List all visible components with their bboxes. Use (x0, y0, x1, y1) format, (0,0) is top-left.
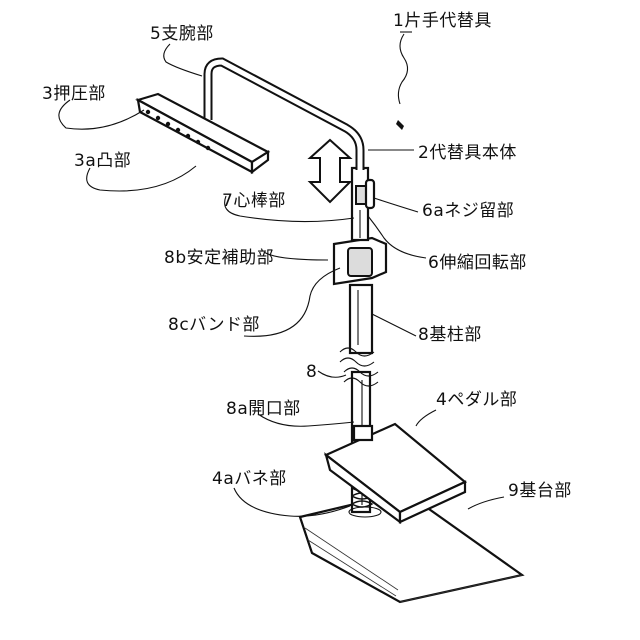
label-8c-band: 8cバンド部 (168, 315, 260, 335)
label-8-break: 8 (306, 362, 317, 382)
label-group: 1片手代替具 5支腕部 3押圧部 2代替具本体 3a凸部 7心棒部 6aネジ留部… (42, 11, 572, 501)
up-down-arrow-icon (310, 140, 350, 202)
label-6a-screw-lock: 6aネジ留部 (422, 201, 514, 221)
label-1-hand-substitute: 1片手代替具 (393, 11, 492, 31)
label-7-mandrel: 7心棒部 (222, 191, 286, 211)
presser (138, 94, 268, 172)
label-8b-stabilizer: 8b安定補助部 (164, 248, 274, 268)
base-column-upper (340, 285, 374, 366)
leader-lines (59, 32, 504, 516)
label-3a-bumps: 3a凸部 (74, 151, 131, 171)
label-3-presser: 3押圧部 (42, 84, 106, 104)
label-6-telescopic: 6伸縮回転部 (428, 253, 527, 273)
label-4a-spring: 4aバネ部 (212, 469, 287, 489)
stabilizer (334, 238, 386, 284)
label-8-column: 8基柱部 (418, 325, 482, 345)
label-9-base: 9基台部 (508, 481, 572, 501)
mandrel (352, 168, 374, 240)
label-4-pedal: 4ペダル部 (436, 390, 517, 410)
label-2-body: 2代替具本体 (418, 143, 517, 163)
label-8a-opening: 8a開口部 (226, 399, 301, 419)
label-5-support-arm: 5支腕部 (150, 24, 214, 44)
